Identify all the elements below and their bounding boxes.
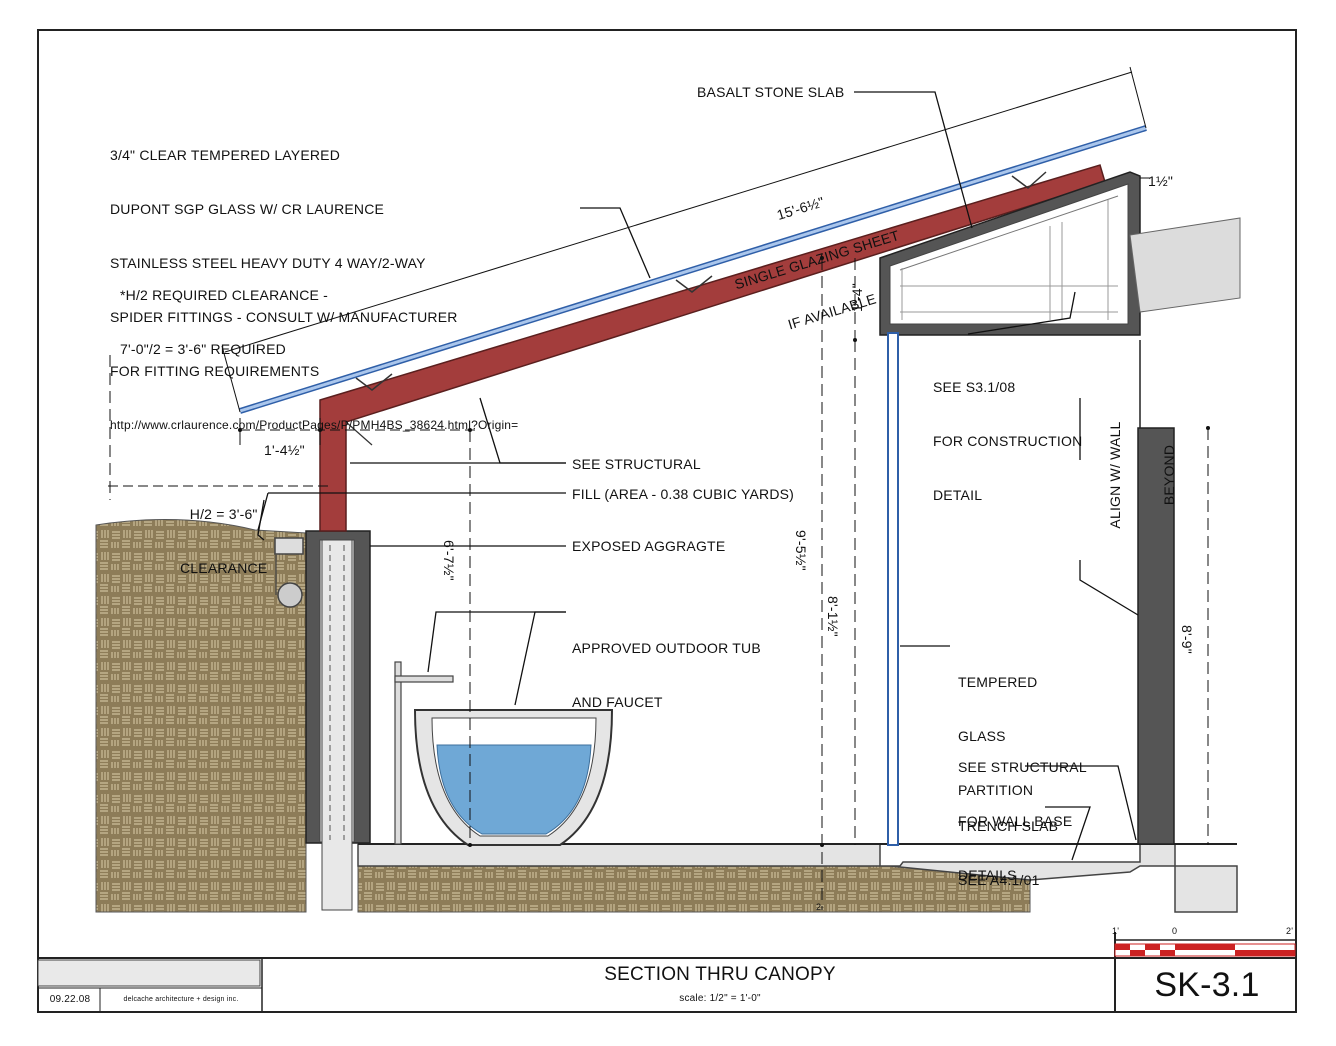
drain-cap bbox=[274, 537, 304, 555]
scale-label-1: 1' bbox=[1112, 926, 1120, 936]
h2-line: CLEARANCE bbox=[180, 560, 268, 576]
sheet-border bbox=[37, 29, 1297, 1013]
scale-label-2: 2' bbox=[1286, 926, 1294, 936]
floor-slab bbox=[357, 843, 1238, 913]
roof-box-interior bbox=[889, 183, 1129, 325]
glass-spec-line: DUPONT SGP GLASS W/ CR LAURENCE bbox=[110, 201, 385, 217]
scale-label-0: 0 bbox=[1172, 926, 1178, 936]
firm-name: delcache architecture + design inc. bbox=[123, 996, 239, 1003]
wall-beyond bbox=[1137, 427, 1175, 845]
h2-line: H/2 = 3'-6" bbox=[189, 506, 258, 522]
earth-under-slab bbox=[357, 865, 1031, 913]
glass-spec-line: SPIDER FITTINGS - CONSULT W/ MANUFACTURE… bbox=[110, 309, 458, 325]
trench-line: TRENCH SLAB bbox=[958, 818, 1059, 834]
roof-depth-dim: 1'-4" bbox=[849, 283, 865, 312]
tempered-line: TEMPERED bbox=[958, 674, 1038, 690]
dimension-lines bbox=[108, 66, 1209, 910]
glazing-line: IF AVAILABLE bbox=[785, 290, 879, 333]
h2-clearance-label: H/2 = 3'-6" CLEARANCE bbox=[180, 469, 267, 613]
sheet-date: 09.22.08 bbox=[49, 994, 91, 1005]
align-line: ALIGN W/ WALL bbox=[1107, 421, 1123, 529]
tub-water bbox=[436, 744, 592, 835]
see-s31-label: SEE S3.1/08 FOR CONSTRUCTION DETAIL bbox=[933, 342, 1082, 540]
glazing-dim: 15'-6½" bbox=[774, 193, 827, 223]
sheet-number: SK-3.1 bbox=[1154, 966, 1260, 1004]
wall-base-line: FOR WALL BASE bbox=[958, 813, 1073, 829]
align-line: BEYOND bbox=[1161, 444, 1177, 506]
tub-line: AND FAUCET bbox=[572, 694, 663, 710]
height-b-dim: 9'-5½" bbox=[793, 530, 809, 571]
glass-spec-note: 3/4" CLEAR TEMPERED LAYERED DUPONT SGP G… bbox=[110, 110, 518, 470]
glass-spec-url: http://www.crlaurence.com/ProductPages/P… bbox=[110, 418, 519, 432]
faucet-post bbox=[394, 661, 402, 845]
bottom-mark: 2 bbox=[816, 902, 822, 912]
scale-bar bbox=[1114, 932, 1296, 958]
leader-lines bbox=[257, 91, 1139, 861]
wall-base-line: SEE STRUCTURAL bbox=[958, 759, 1087, 775]
see-s31-line: SEE S3.1/08 bbox=[933, 379, 1016, 395]
glass-partition bbox=[887, 332, 899, 846]
glass-spec-line: FOR FITTING REQUIREMENTS bbox=[110, 363, 320, 379]
faucet-spout bbox=[394, 675, 454, 683]
wall-base-line: DETAILS bbox=[958, 867, 1017, 883]
tempered-line: GLASS bbox=[958, 728, 1006, 744]
wall-base-label: SEE STRUCTURAL FOR WALL BASE DETAILS bbox=[958, 722, 1087, 920]
tub-label: APPROVED OUTDOOR TUB AND FAUCET bbox=[572, 603, 761, 747]
trench-line: SEE A4.1/01 bbox=[958, 872, 1040, 888]
beam-beyond bbox=[1129, 217, 1241, 313]
see-s31-line: FOR CONSTRUCTION bbox=[933, 433, 1083, 449]
clearance-line: *H/2 REQUIRED CLEARANCE - bbox=[120, 287, 329, 303]
tempered-glass-label: TEMPERED GLASS PARTITION bbox=[958, 637, 1037, 835]
basalt-label: BASALT STONE SLAB bbox=[697, 84, 845, 100]
exposed-aggregate-label: EXPOSED AGGRAGTE bbox=[572, 538, 726, 554]
tempered-line: PARTITION bbox=[958, 782, 1034, 798]
glass-spec-line: 3/4" CLEAR TEMPERED LAYERED bbox=[110, 147, 341, 163]
tub-line: APPROVED OUTDOOR TUB bbox=[572, 640, 761, 656]
see-structural-label: SEE STRUCTURAL bbox=[572, 456, 701, 472]
sheet-scale: scale: 1/2" = 1'-0" bbox=[679, 993, 761, 1004]
sheet-title: SECTION THRU CANOPY bbox=[604, 964, 836, 985]
drain-pipe bbox=[277, 582, 303, 608]
glass-spec-line: STAINLESS STEEL HEAVY DUTY 4 WAY/2-WAY bbox=[110, 255, 426, 271]
clearance-requirement-note: *H/2 REQUIRED CLEARANCE - 7'-0"/2 = 3'-6… bbox=[120, 250, 328, 394]
glazing-line: SINGLE GLAZING SHEET bbox=[732, 226, 902, 293]
height-c-dim: 8'-1½" bbox=[825, 596, 841, 637]
trench-slab-label: TRENCH SLAB SEE A4.1/01 bbox=[958, 781, 1058, 925]
height-d-dim: 8'-9" bbox=[1179, 625, 1195, 654]
earth-mass-left bbox=[95, 519, 307, 913]
dimension-dots bbox=[238, 256, 1210, 847]
clearance-line: 7'-0"/2 = 3'-6" REQUIRED bbox=[120, 341, 286, 357]
align-wall-label: ALIGN W/ WALL BEYOND bbox=[1070, 405, 1214, 545]
height-a-dim: 6'-7½" bbox=[441, 540, 457, 581]
overhang-dim: 1'-4½" bbox=[264, 442, 305, 458]
wall-footing bbox=[321, 539, 353, 911]
spider-fitting bbox=[355, 373, 393, 391]
thickness-dim: 1½" bbox=[1148, 173, 1174, 189]
see-s31-line: DETAIL bbox=[933, 487, 983, 503]
fill-label: FILL (AREA - 0.38 CUBIC YARDS) bbox=[572, 486, 795, 502]
